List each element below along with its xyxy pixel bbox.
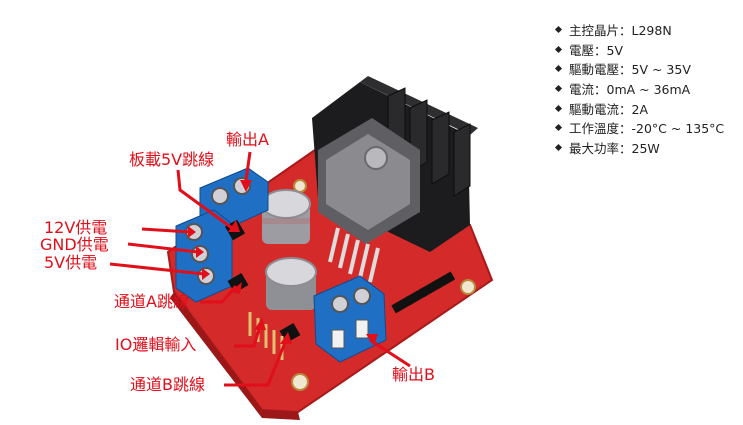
spec-item: 電壓：5V — [553, 40, 724, 60]
label-jumper-5v: 板載5V跳線 — [129, 150, 215, 169]
diamond-bullet-icon — [554, 65, 563, 73]
diamond-bullet-icon — [554, 26, 563, 34]
label-5v-power: 5V供電 — [44, 253, 98, 272]
spec-item: 最大功率：25W — [553, 138, 724, 158]
diamond-bullet-icon — [554, 45, 563, 53]
label-channel-b-jumper: 通道B跳線 — [130, 375, 205, 394]
spec-list: 主控晶片：L298N 電壓：5V 驅動電壓：5V ~ 35V 電流：0mA ~ … — [553, 20, 724, 157]
label-output-b: 輸出B — [392, 365, 435, 384]
label-12v-power: 12V供電 — [44, 218, 108, 237]
spec-item: 主控晶片：L298N — [553, 20, 724, 40]
label-gnd-power: GND供電 — [40, 235, 109, 254]
diodes — [391, 271, 456, 314]
spec-item: 驅動電流：2A — [553, 98, 724, 118]
diamond-bullet-icon — [554, 124, 563, 132]
callout-lines — [109, 151, 411, 387]
label-io-logic-input: IO邏輯輸入 — [115, 335, 197, 354]
callout-arrowheads — [188, 180, 378, 346]
terminal-output-b — [313, 275, 387, 363]
terminal-power — [175, 209, 233, 303]
pcb-edge — [170, 292, 300, 420]
spec-item: 驅動電壓：5V ~ 35V — [553, 59, 724, 79]
l298n-chip — [318, 118, 420, 283]
diamond-bullet-icon — [554, 104, 563, 112]
spec-item: 電流：0mA ~ 36mA — [553, 79, 724, 99]
label-channel-a-jumper: 通道A跳線 — [114, 292, 189, 311]
label-output-a: 輸出A — [226, 130, 269, 149]
spec-item: 工作溫度：-20°C ~ 135°C — [553, 118, 724, 138]
diamond-bullet-icon — [554, 85, 563, 93]
capacitor-top — [261, 189, 311, 244]
mount-hole — [460, 279, 476, 295]
mount-hole — [291, 373, 309, 391]
diamond-bullet-icon — [554, 143, 563, 151]
capacitor-bottom — [265, 257, 317, 310]
